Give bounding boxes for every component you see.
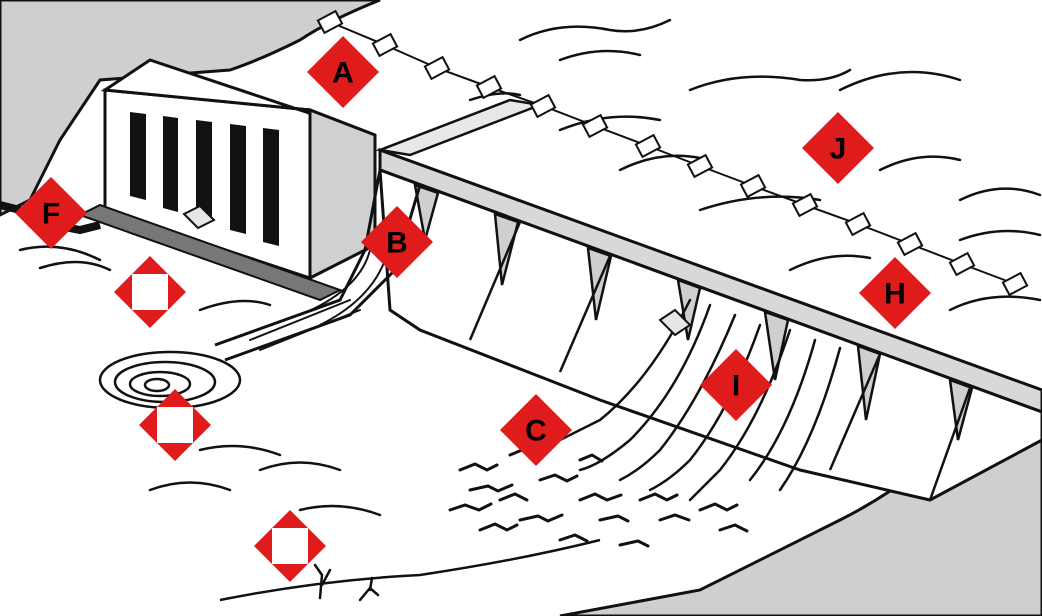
- buoy-9: [739, 173, 767, 199]
- buoy-14: [1001, 271, 1029, 297]
- tailrace-water: [249, 249, 386, 351]
- marker-diamond: [15, 177, 87, 249]
- buoy-13: [948, 251, 976, 277]
- marker-label: F: [42, 198, 60, 231]
- dam-piers: [413, 183, 974, 441]
- reservoir-waves: [468, 18, 1042, 312]
- marker-b: B: [361, 206, 433, 278]
- blank-square: [272, 528, 308, 564]
- blank-marker-2: [139, 389, 211, 461]
- buoy-2: [371, 32, 399, 58]
- dam-deck: [375, 98, 1042, 414]
- powerhouse-window-stripes: [130, 112, 279, 246]
- buoy-7: [634, 133, 662, 159]
- blank-square: [157, 407, 193, 443]
- turbulent-water: [448, 448, 749, 548]
- marker-f: F: [15, 177, 87, 249]
- sign-plate-spillway: [658, 308, 692, 337]
- blank-marker-1: [114, 256, 186, 328]
- dam-panel-lines: [468, 221, 972, 501]
- buoy-11: [844, 211, 872, 237]
- marker-a: A: [307, 36, 379, 108]
- blank-marker-3: [254, 510, 326, 582]
- log-boom-buoys: [316, 9, 1029, 297]
- buoy-8: [686, 153, 714, 179]
- marker-label: B: [386, 227, 408, 260]
- buoy-5: [529, 93, 557, 119]
- marker-diamond: [307, 36, 379, 108]
- marker-i: I: [700, 349, 772, 421]
- blank-square: [132, 274, 168, 310]
- marker-label: J: [830, 133, 847, 166]
- marker-diamond: [500, 394, 572, 466]
- marker-j: J: [802, 112, 874, 184]
- sign-plate-powerhouse: [182, 204, 216, 230]
- riverbank-bottom: [219, 538, 601, 602]
- marker-label: I: [732, 370, 740, 403]
- buoy-1: [316, 9, 344, 35]
- river-waves: [18, 245, 382, 517]
- buoy-6: [581, 113, 609, 139]
- marker-label: H: [884, 278, 906, 311]
- dam-face: [378, 167, 1042, 502]
- buoy-3: [423, 55, 451, 81]
- marker-diamond: [700, 349, 772, 421]
- marker-label: C: [525, 415, 547, 448]
- marker-diamond: [859, 257, 931, 329]
- powerhouse: [77, 58, 377, 302]
- upstream-shore: [0, 0, 381, 217]
- marker-c: C: [500, 394, 572, 466]
- shrub-icon: [313, 563, 380, 602]
- buoy-4: [475, 74, 503, 100]
- buoy-12: [896, 231, 924, 257]
- buoy-10: [791, 192, 819, 218]
- marker-diamond: [802, 112, 874, 184]
- marker-layer: A B C F H I J: [15, 36, 931, 582]
- marker-h: H: [859, 257, 931, 329]
- marker-diamond: [361, 206, 433, 278]
- marker-label: A: [332, 57, 354, 90]
- powerhouse-base: [77, 203, 343, 302]
